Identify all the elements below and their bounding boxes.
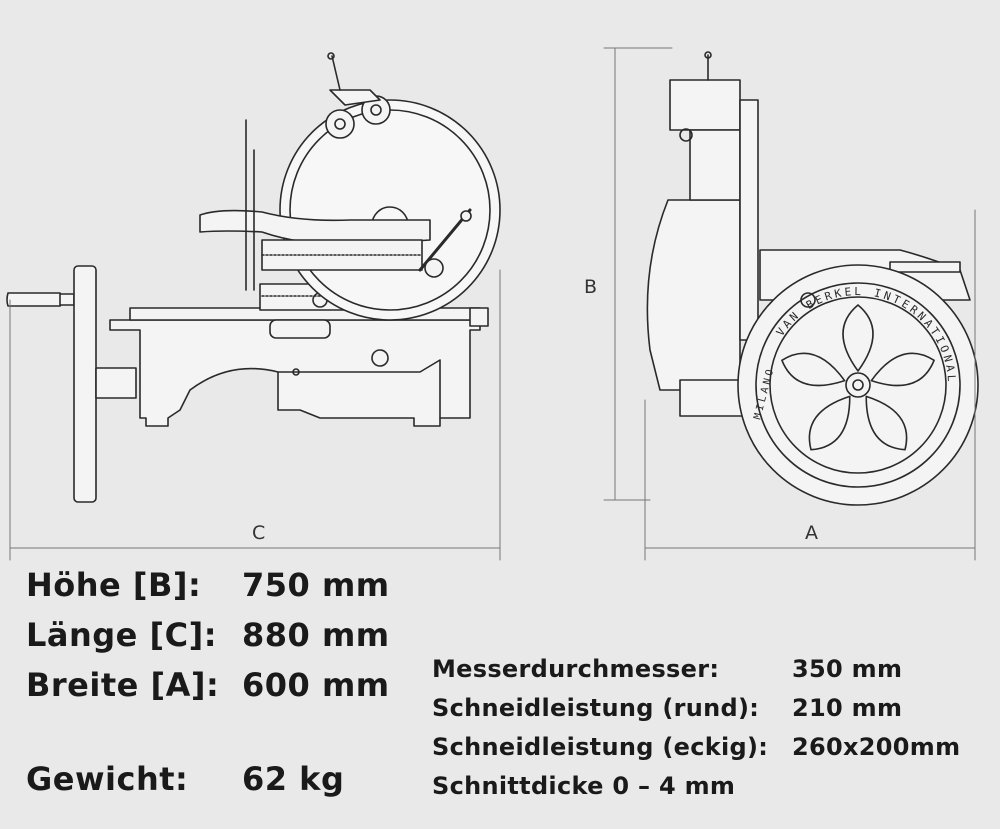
side-view-slicer	[6, 52, 501, 503]
dimension-label-a: A	[805, 522, 818, 544]
spec-value-weight: 62 kg	[242, 760, 345, 798]
spec-value-height: 750 mm	[242, 566, 390, 604]
spec-label-width: Breite [A]:	[26, 666, 220, 704]
dimension-lines	[9, 47, 976, 561]
detail-label-cut-round: Schneidleistung (rund):	[432, 694, 760, 722]
spec-label-weight: Gewicht:	[26, 760, 189, 798]
dimension-label-b: B	[584, 276, 598, 298]
spec-value-length: 880 mm	[242, 616, 390, 654]
detail-value-blade-diameter: 350 mm	[792, 655, 903, 683]
spec-value-width: 600 mm	[242, 666, 390, 704]
dimension-label-c: C	[252, 522, 266, 544]
spec-label-height: Höhe [B]:	[26, 566, 202, 604]
detail-label-blade-diameter: Messerdurchmesser:	[432, 655, 720, 683]
detail-value-cut-round: 210 mm	[792, 694, 903, 722]
spec-label-length: Länge [C]:	[26, 616, 218, 654]
detail-label-cut-square: Schneidleistung (eckig):	[432, 733, 769, 761]
detail-value-cut-square: 260x200mm	[792, 733, 961, 761]
front-view-slicer: VAN BERKEL INTERNATIONAL MILANO	[646, 51, 979, 506]
detail-label-slice-thickness: Schnittdicke 0 – 4 mm	[432, 772, 736, 800]
